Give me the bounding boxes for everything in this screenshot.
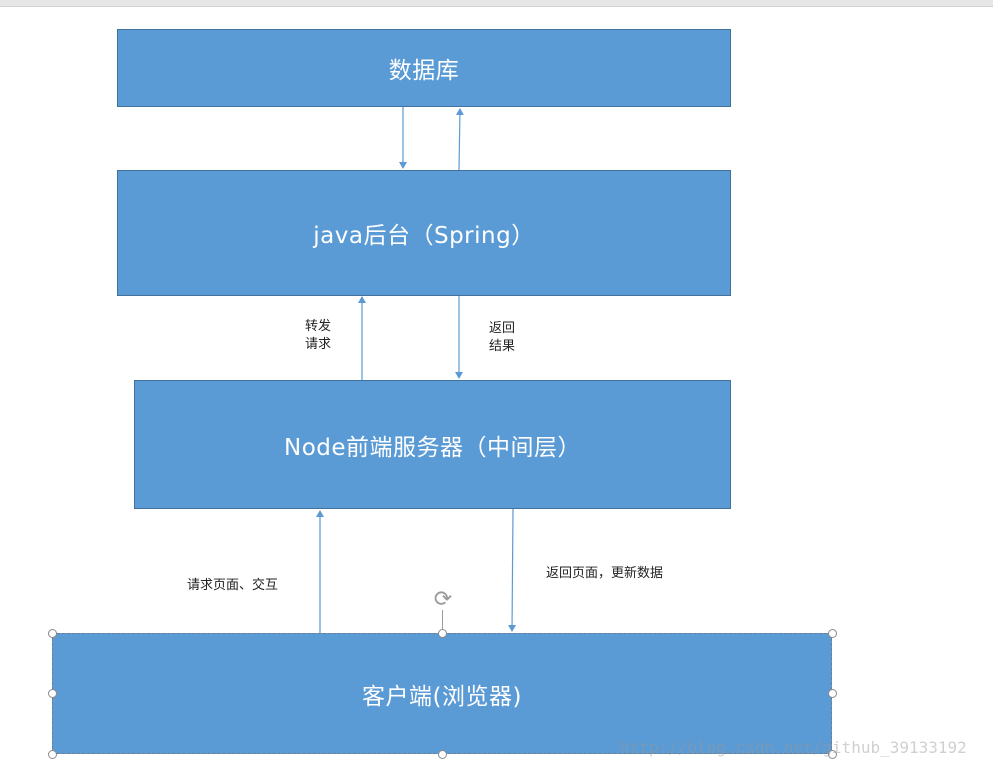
resize-handle-middle-left[interactable]	[48, 689, 57, 698]
resize-handle-top-left[interactable]	[48, 629, 57, 638]
resize-handle-bottom-right[interactable]	[828, 750, 837, 759]
return-page-label: 返回页面，更新数据	[546, 566, 664, 581]
node-to-client-arrow	[508, 508, 517, 632]
node-server-box[interactable]: Node前端服务器（中间层）	[134, 380, 731, 509]
resize-handle-top-right[interactable]	[828, 629, 837, 638]
watermark-text: http://blog.csdn.net/github_39133192	[620, 738, 967, 757]
forward-label-line1: 转发	[305, 319, 332, 334]
return-label-line1: 返回	[489, 321, 516, 336]
client-label: 客户端(浏览器)	[362, 683, 522, 710]
rotate-icon[interactable]: ⟳	[433, 587, 453, 612]
java-backend-box[interactable]: java后台（Spring）	[117, 170, 731, 296]
forward-label-line2: 请求	[305, 337, 332, 352]
database-label: 数据库	[388, 58, 460, 84]
node-server-label: Node前端服务器（中间层）	[283, 434, 582, 461]
request-page-label: 请求页面、交互	[187, 578, 279, 593]
rotate-handle-stem	[442, 610, 443, 630]
resize-handle-bottom-left[interactable]	[48, 750, 57, 759]
return-result-label: 返回 结果	[489, 320, 529, 356]
database-box[interactable]: 数据库	[117, 29, 731, 107]
resize-handle-middle-right[interactable]	[828, 689, 837, 698]
java-to-db-arrow	[455, 108, 464, 171]
resize-handle-top-center[interactable]	[438, 629, 447, 638]
return-label-line2: 结果	[489, 339, 516, 354]
forward-request-label: 转发 请求	[305, 318, 345, 354]
window-top-bar	[0, 0, 993, 7]
java-backend-label: java后台（Spring）	[313, 223, 535, 249]
resize-handle-bottom-center[interactable]	[438, 750, 447, 759]
client-box[interactable]: 客户端(浏览器)	[52, 633, 832, 754]
